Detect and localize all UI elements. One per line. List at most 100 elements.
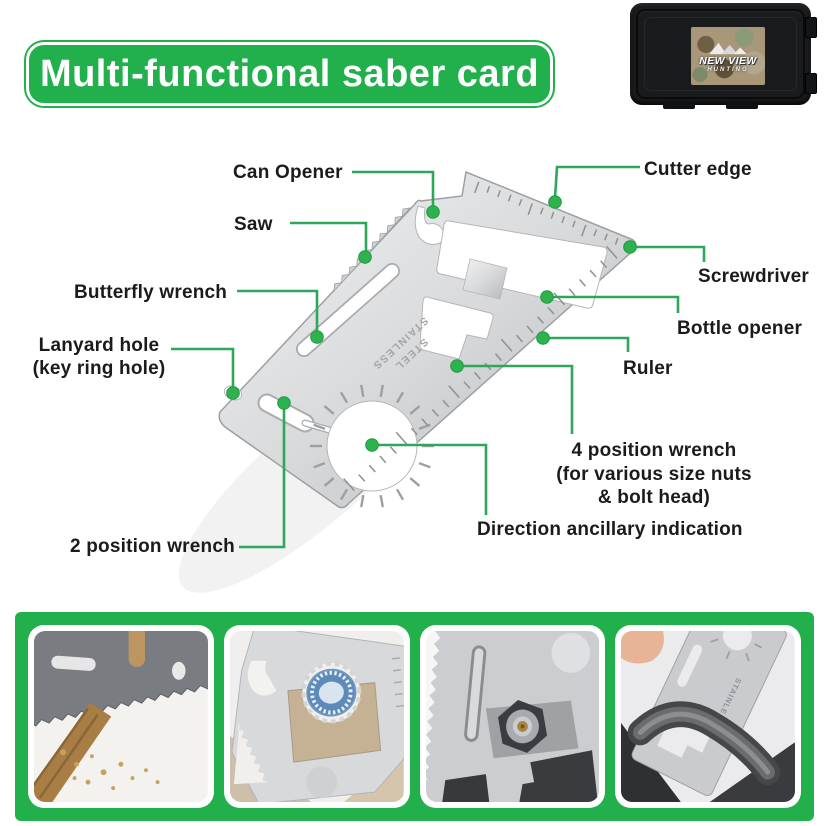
ruler-tick [600, 260, 608, 269]
ruler-tick [358, 474, 366, 482]
dial-tick [395, 488, 405, 501]
card-hole [172, 661, 186, 680]
saw-teeth-edge [333, 207, 412, 293]
ruler-tick [500, 338, 513, 352]
dial-tick [418, 423, 431, 431]
label-lanyard-hole: Lanyard hole (key ring hole) [28, 334, 170, 380]
dial-tick [409, 405, 421, 415]
cap-crimps [301, 661, 362, 724]
bottle-opener-hole [419, 296, 494, 360]
label-cutter-edge: Cutter edge [644, 159, 752, 180]
ruler-tick [593, 229, 598, 237]
ruler-tick [507, 194, 512, 202]
ruler-tick [536, 316, 545, 324]
ruler-tick [579, 279, 587, 287]
case-latch-bottom [805, 73, 817, 94]
callout-line-bottle-opener [548, 295, 680, 313]
photo-sawing-wood [34, 631, 208, 802]
ruler-tick [526, 325, 534, 334]
dial-tick [339, 488, 349, 501]
slot-cutout [677, 644, 703, 687]
label-can-opener: Can Opener [233, 162, 343, 183]
dial-texture [306, 766, 337, 799]
callout-line-cutter-edge [553, 165, 640, 199]
label-butterfly-wrench: Butterfly wrench [74, 282, 228, 303]
callout-line-four-position-wrench [458, 364, 574, 434]
callout-dot-direction [365, 438, 379, 452]
mountain-logo-icon [709, 42, 747, 54]
case-latch-top [805, 17, 817, 38]
callout-dot-cutter-edge [548, 195, 562, 209]
ruler-tick [605, 245, 618, 259]
brand-label: NEW VIEW HUNTING [691, 27, 765, 85]
banner-title: Multi-functional saber card [39, 52, 540, 95]
callout-dot-screwdriver [623, 240, 637, 254]
title-banner: Multi-functional saber card [26, 42, 553, 106]
ruler-tick [547, 306, 555, 315]
ruler-tick [604, 233, 608, 241]
label-bottle-opener: Bottle opener [677, 318, 803, 339]
photo-bottle-opener-use [229, 631, 404, 802]
mountain-peak [709, 42, 727, 54]
label-four-position-line2: (for various size nuts [556, 463, 752, 485]
case-groove [636, 9, 805, 99]
bottle-opener-lip [462, 258, 508, 300]
dial-tick [323, 477, 335, 487]
bolt [497, 699, 547, 753]
ruler-tick [431, 409, 439, 417]
dial-tick [379, 494, 384, 508]
ruler-tick [379, 455, 387, 464]
ruler-tick [539, 207, 544, 215]
dial-tick [313, 423, 326, 431]
carabiner-highlight [638, 711, 771, 775]
ruler-tick [368, 464, 376, 473]
callout-dot-butterfly-wrench [310, 330, 324, 344]
ruler-tick [473, 181, 480, 194]
slot-with-wood [128, 631, 146, 667]
dial-tick [339, 391, 349, 404]
photo-tile-bottle-opener [223, 625, 410, 808]
screw-center [520, 724, 524, 729]
card-slot-inner [466, 648, 483, 739]
ruler-tick [614, 237, 619, 245]
label-saw: Saw [234, 214, 273, 235]
callout-dot-lanyard-hole [226, 386, 240, 400]
background-object [550, 632, 590, 673]
label-lanyard-line1: Lanyard hole [38, 335, 160, 356]
ruler-tick [486, 185, 491, 193]
ruler-tick [389, 446, 397, 454]
photo-strip: STAINLESS [15, 612, 814, 821]
card-slot [51, 655, 96, 671]
ruler-tick [497, 190, 501, 198]
callout-line-butterfly-wrench [237, 289, 319, 332]
sawdust [60, 749, 160, 791]
cap-center [318, 681, 344, 704]
ruler-tick [421, 418, 429, 427]
stepped-cutout [518, 750, 598, 802]
card-notch-cutout [247, 660, 277, 696]
mountain-peak [721, 44, 738, 54]
dial-tick [395, 391, 405, 404]
screwdriver-hole [436, 220, 608, 309]
case-foot-right [726, 102, 758, 109]
label-four-position-wrench: 4 position wrench (for various size nuts… [528, 439, 780, 510]
label-screwdriver: Screwdriver [698, 266, 809, 287]
callout-dot-saw [358, 250, 372, 264]
dial-tick [313, 461, 326, 469]
callout-line-can-opener [352, 170, 435, 207]
ruler-tick [571, 220, 576, 228]
callout-line-screwdriver [631, 245, 706, 262]
ruler-tick [568, 288, 576, 297]
ruler-tick [550, 211, 555, 219]
ruler-tick [463, 381, 471, 389]
bottom-cutout [441, 774, 489, 802]
callout-line-ruler [544, 336, 630, 352]
ruler-tick [515, 334, 524, 343]
photo-tile-wrench-bolt [419, 625, 606, 808]
ruler-tick [395, 431, 408, 445]
ruler-marks [391, 657, 404, 708]
finger [621, 631, 665, 664]
dial-tick [379, 384, 384, 398]
ruler-tick [494, 353, 502, 362]
